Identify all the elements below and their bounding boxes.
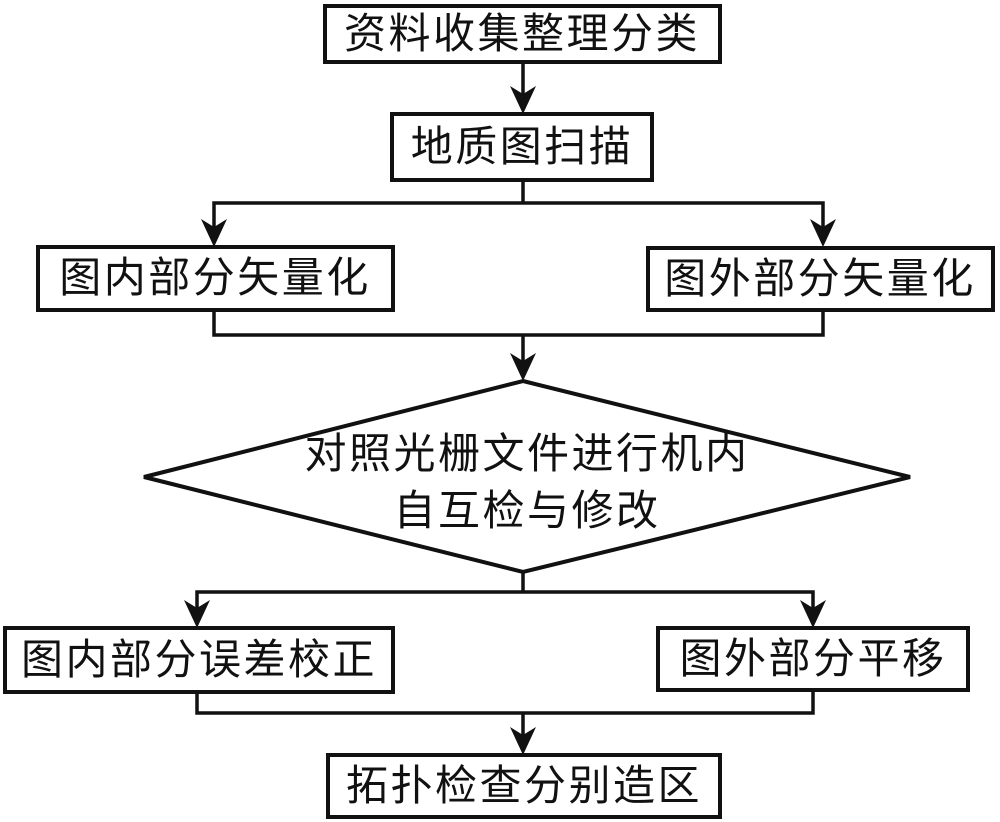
process-box: [390, 112, 654, 182]
process-box: [326, 753, 722, 819]
process-box: [323, 4, 722, 64]
node-topology: 拓扑检查分别造区: [326, 753, 722, 819]
arrow-down-icon: [201, 219, 227, 247]
arrow-down-icon: [510, 727, 536, 755]
node-label-line1: 对照光栅文件进行机内: [304, 431, 749, 478]
process-box: [646, 246, 995, 312]
decision-diamond: [143, 378, 911, 575]
node-inside-error-correction: 图内部分误差校正: [3, 626, 395, 694]
node-label: 图内部分误差校正: [21, 638, 377, 684]
process-box: [656, 626, 970, 692]
node-label: 拓扑检查分别造区: [346, 763, 702, 810]
edge-check-split: [195, 570, 815, 610]
node-label: 图内部分矢量化: [59, 256, 371, 302]
node-label: 地质图扫描: [411, 125, 634, 171]
node-label: 图外部分矢量化: [664, 257, 976, 303]
arrow-down-icon: [184, 600, 210, 628]
arrow-down-icon: [510, 86, 536, 114]
node-label: 资料收集整理分类: [344, 12, 700, 58]
node-label: 图外部分平移: [679, 637, 946, 683]
node-label-line2: 自互检与修改: [393, 488, 660, 535]
node-collect: 资料收集整理分类: [323, 4, 722, 64]
process-box: [3, 626, 395, 694]
node-inside-vectorize: 图内部分矢量化: [36, 245, 395, 312]
arrow-down-icon: [510, 353, 536, 381]
node-scan: 地质图扫描: [390, 112, 654, 182]
arrow-down-icon: [800, 600, 826, 628]
node-check-modify: 对照光栅文件进行机内 自互检与修改: [143, 378, 911, 575]
node-outside-vectorize: 图外部分矢量化: [646, 246, 995, 312]
arrow-down-icon: [810, 219, 836, 247]
edge-correction-merge: [195, 688, 815, 737]
edge-vectorize-merge: [212, 308, 825, 363]
node-outside-translate: 图外部分平移: [656, 626, 970, 692]
edge-scan-split: [212, 178, 825, 229]
process-box: [36, 245, 395, 312]
connectors: [184, 60, 836, 755]
